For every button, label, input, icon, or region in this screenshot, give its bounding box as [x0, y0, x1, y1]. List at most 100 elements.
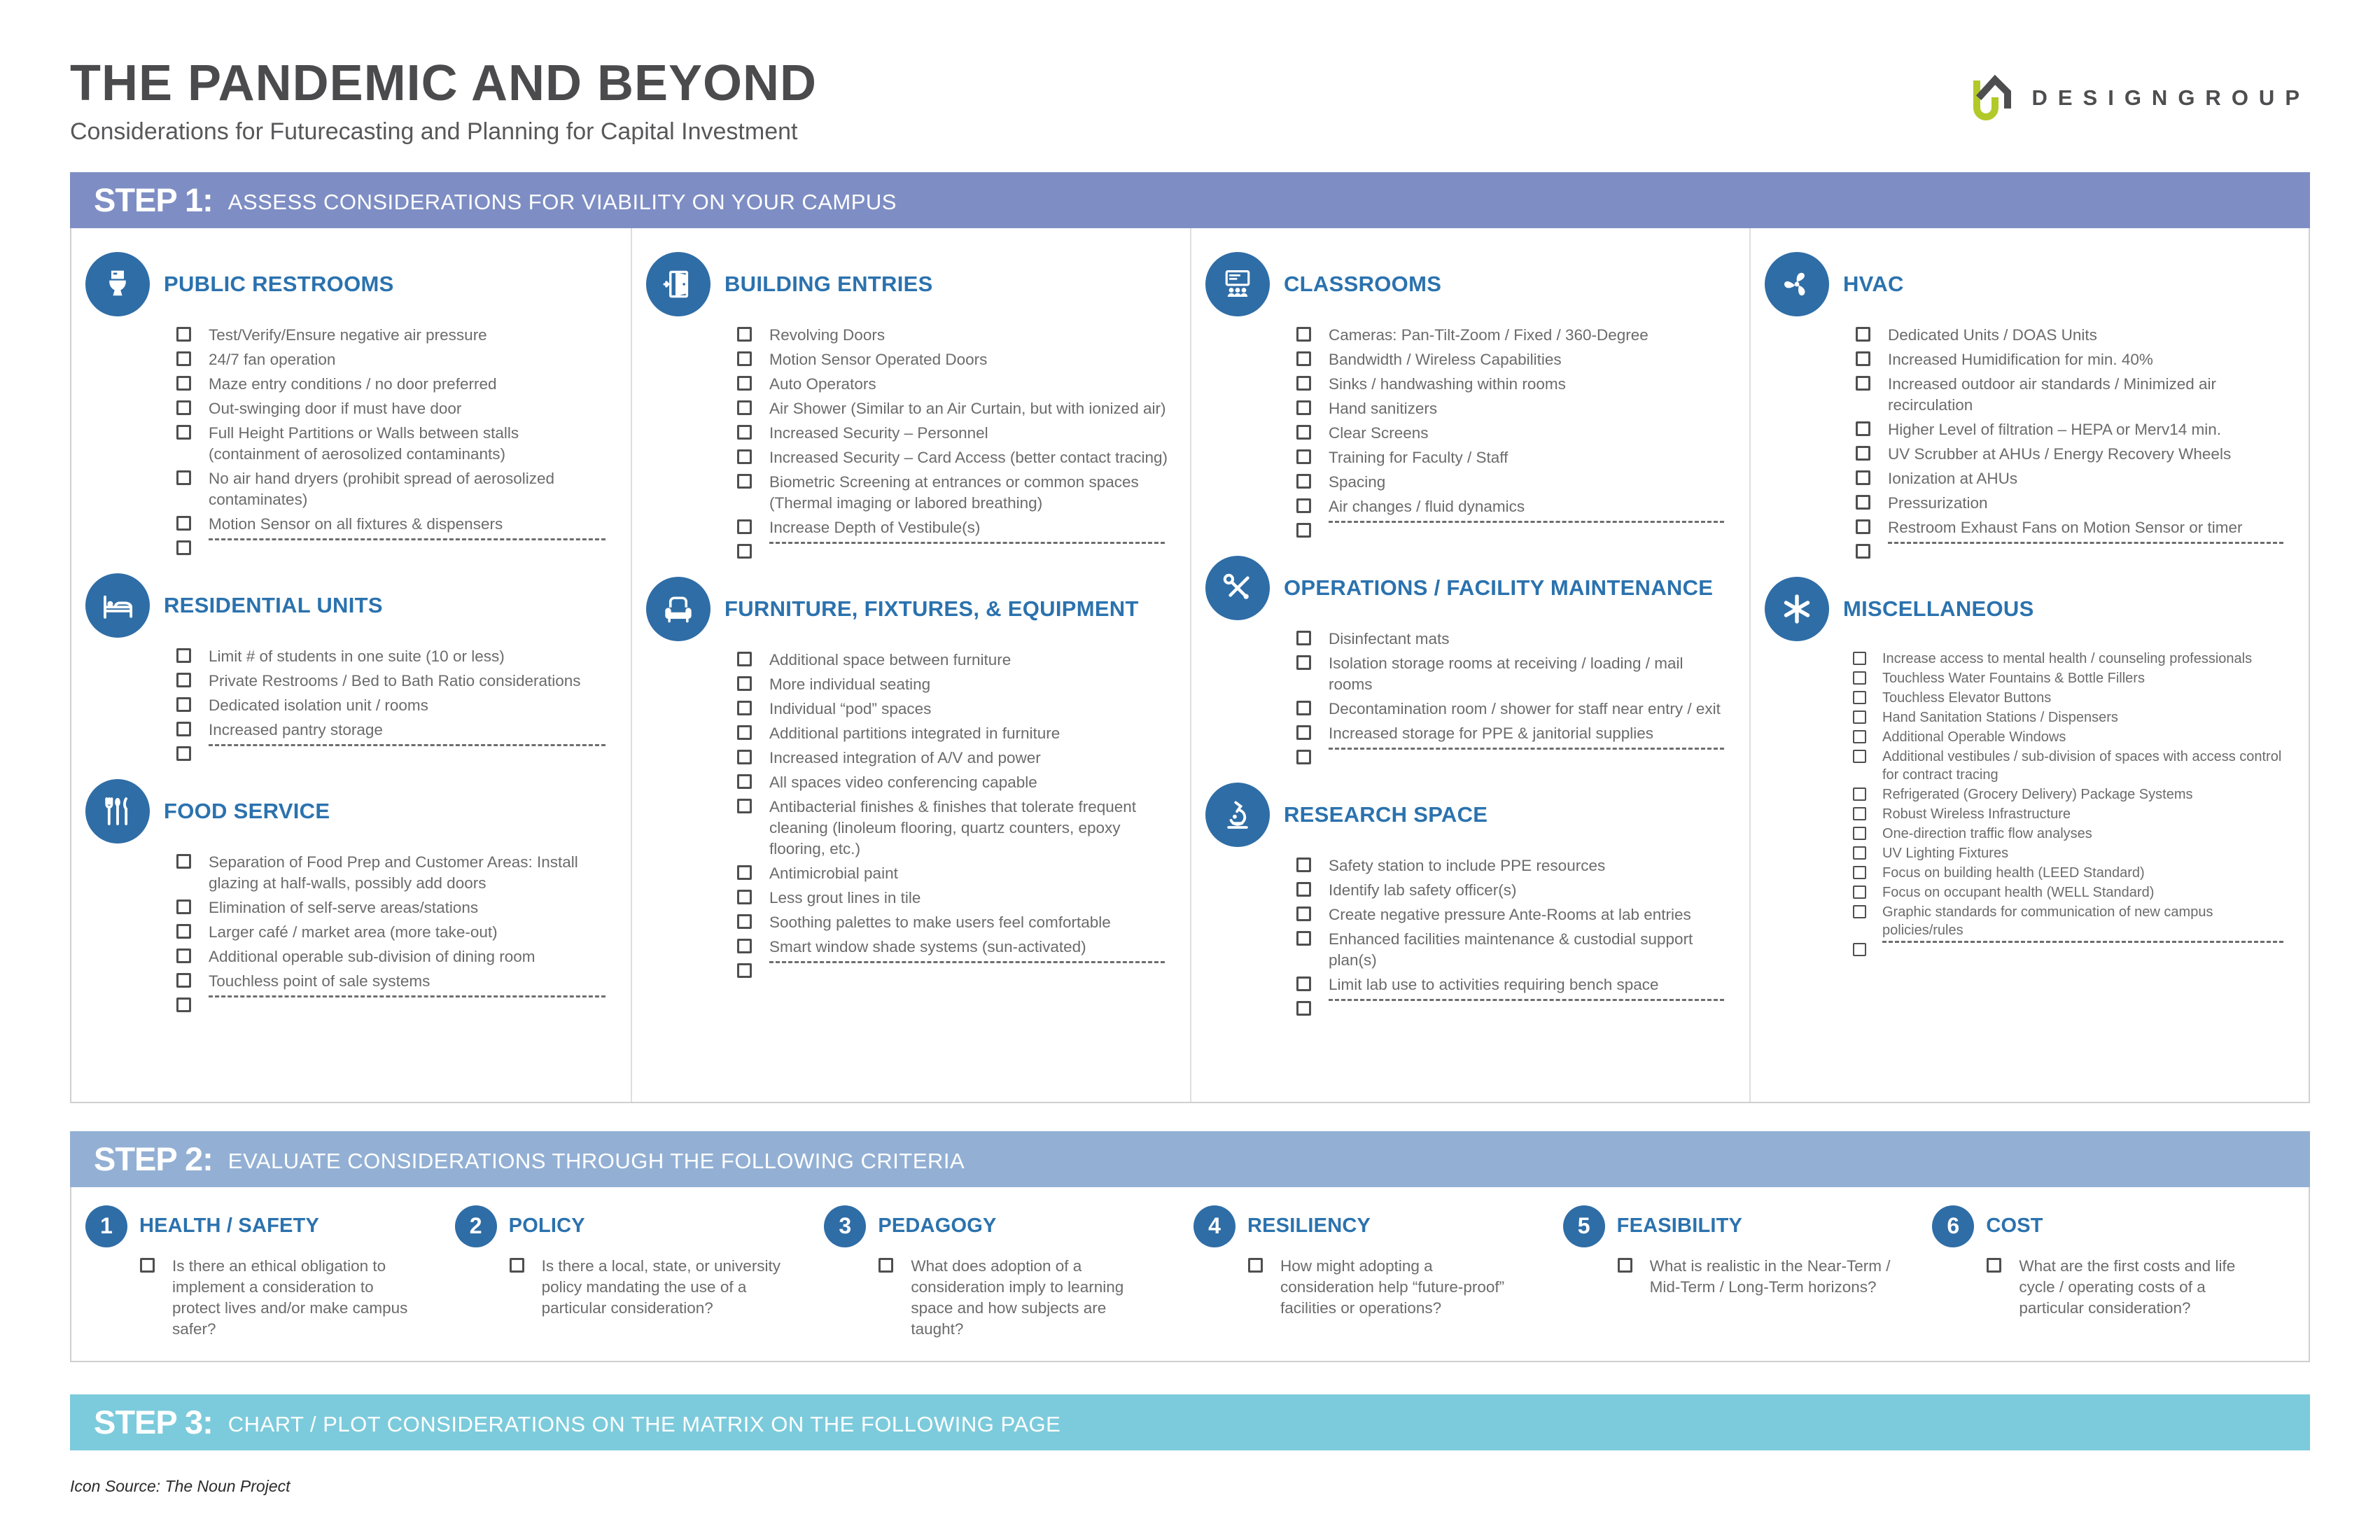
- checkbox[interactable]: [1853, 787, 1866, 801]
- checkbox[interactable]: [1296, 857, 1311, 872]
- checkbox[interactable]: [737, 351, 752, 366]
- fill-in-line[interactable]: [769, 960, 1165, 963]
- checkbox[interactable]: [1296, 630, 1311, 645]
- checklist-item: Motion Sensor Operated Doors: [737, 349, 1172, 370]
- checkbox[interactable]: [1296, 424, 1311, 440]
- checkbox[interactable]: [176, 400, 191, 415]
- checkbox[interactable]: [176, 424, 191, 440]
- checkbox[interactable]: [140, 1257, 155, 1273]
- checkbox[interactable]: [1856, 519, 1870, 534]
- checkbox[interactable]: [737, 519, 752, 534]
- checkbox[interactable]: [176, 948, 191, 963]
- checkbox[interactable]: [1853, 904, 1866, 918]
- checkbox[interactable]: [1853, 710, 1866, 724]
- fill-in-line[interactable]: [1888, 541, 2283, 544]
- checkbox[interactable]: [1296, 351, 1311, 366]
- checkbox[interactable]: [737, 774, 752, 789]
- checkbox[interactable]: [176, 470, 191, 485]
- checkbox[interactable]: [176, 696, 191, 712]
- checkbox[interactable]: [176, 351, 191, 366]
- checkbox[interactable]: [1296, 749, 1311, 764]
- checkbox[interactable]: [1296, 654, 1311, 670]
- checkbox[interactable]: [1856, 445, 1870, 461]
- checkbox[interactable]: [176, 326, 191, 342]
- checkbox[interactable]: [1856, 543, 1870, 559]
- checkbox[interactable]: [176, 746, 191, 761]
- fill-in-line[interactable]: [209, 538, 606, 540]
- checkbox[interactable]: [1296, 724, 1311, 740]
- checkbox[interactable]: [1296, 700, 1311, 715]
- checkbox[interactable]: [1853, 942, 1866, 956]
- checkbox[interactable]: [176, 923, 191, 939]
- checkbox[interactable]: [1296, 1000, 1311, 1016]
- checkbox[interactable]: [509, 1257, 524, 1273]
- checkbox[interactable]: [737, 400, 752, 415]
- checkbox[interactable]: [1296, 976, 1311, 991]
- checkbox[interactable]: [737, 326, 752, 342]
- checkbox[interactable]: [1853, 690, 1866, 704]
- checkbox[interactable]: [1296, 881, 1311, 897]
- checkbox[interactable]: [1856, 494, 1870, 510]
- checkbox[interactable]: [737, 424, 752, 440]
- checkbox[interactable]: [176, 515, 191, 531]
- checkbox[interactable]: [1248, 1257, 1263, 1273]
- checkbox[interactable]: [1853, 865, 1866, 879]
- checkbox[interactable]: [737, 913, 752, 929]
- checkbox[interactable]: [1853, 885, 1866, 899]
- checkbox[interactable]: [176, 853, 191, 869]
- checkbox[interactable]: [176, 672, 191, 687]
- checkbox[interactable]: [878, 1257, 894, 1273]
- checkbox[interactable]: [176, 540, 191, 555]
- checkbox[interactable]: [1853, 651, 1866, 665]
- checkbox[interactable]: [737, 473, 752, 489]
- checkbox[interactable]: [1856, 421, 1870, 436]
- checkbox[interactable]: [1987, 1257, 2002, 1273]
- checkbox[interactable]: [1853, 846, 1866, 860]
- fill-in-line[interactable]: [1329, 520, 1724, 523]
- checkbox[interactable]: [737, 798, 752, 813]
- checkbox[interactable]: [176, 375, 191, 391]
- checkbox[interactable]: [176, 972, 191, 988]
- checkbox[interactable]: [1617, 1257, 1632, 1273]
- checkbox[interactable]: [1296, 449, 1311, 464]
- checkbox[interactable]: [1296, 326, 1311, 342]
- checkbox[interactable]: [737, 864, 752, 880]
- checkbox[interactable]: [1856, 375, 1870, 391]
- checkbox[interactable]: [1296, 400, 1311, 415]
- checkbox[interactable]: [737, 700, 752, 715]
- checkbox[interactable]: [1853, 806, 1866, 820]
- checkbox[interactable]: [1856, 470, 1870, 485]
- checkbox[interactable]: [1296, 498, 1311, 513]
- fill-in-line[interactable]: [209, 743, 606, 746]
- fill-in-line[interactable]: [1882, 940, 2283, 943]
- checkbox[interactable]: [1853, 729, 1866, 743]
- fill-in-line[interactable]: [1329, 747, 1724, 750]
- checkbox[interactable]: [1296, 906, 1311, 921]
- checkbox[interactable]: [737, 375, 752, 391]
- checkbox[interactable]: [176, 997, 191, 1012]
- checkbox[interactable]: [737, 889, 752, 904]
- fill-in-line[interactable]: [1329, 998, 1724, 1001]
- checkbox[interactable]: [176, 648, 191, 663]
- fill-in-line[interactable]: [209, 995, 606, 997]
- checkbox[interactable]: [737, 651, 752, 666]
- checkbox[interactable]: [1853, 826, 1866, 840]
- checkbox[interactable]: [176, 721, 191, 736]
- checkbox[interactable]: [737, 724, 752, 740]
- checkbox[interactable]: [1856, 351, 1870, 366]
- fill-in-line[interactable]: [769, 541, 1165, 544]
- checkbox[interactable]: [737, 962, 752, 978]
- checkbox[interactable]: [1856, 326, 1870, 342]
- checkbox[interactable]: [1296, 522, 1311, 538]
- checkbox[interactable]: [737, 449, 752, 464]
- checkbox[interactable]: [1296, 930, 1311, 946]
- checkbox[interactable]: [1853, 749, 1866, 763]
- checkbox[interactable]: [1853, 671, 1866, 685]
- checkbox[interactable]: [737, 676, 752, 691]
- checkbox[interactable]: [737, 749, 752, 764]
- checkbox[interactable]: [1296, 473, 1311, 489]
- checkbox[interactable]: [737, 543, 752, 559]
- checkbox[interactable]: [176, 899, 191, 914]
- checkbox[interactable]: [1296, 375, 1311, 391]
- checkbox[interactable]: [737, 938, 752, 953]
